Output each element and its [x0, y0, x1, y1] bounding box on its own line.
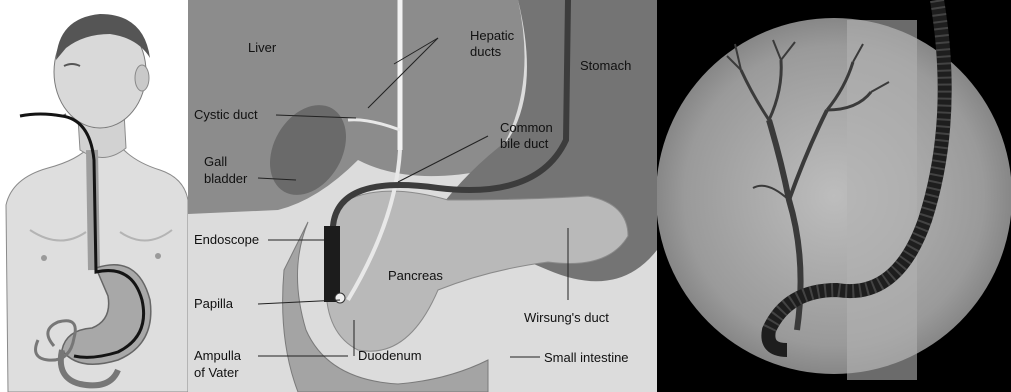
spine-shadow — [847, 20, 917, 380]
label-wirsungs-duct: Wirsung's duct — [524, 310, 609, 325]
label-ampulla-1: Ampulla — [194, 348, 242, 363]
patient-nipple-left — [41, 255, 47, 261]
label-gall-bladder-2: bladder — [204, 171, 248, 186]
label-liver: Liver — [248, 40, 277, 55]
label-duodenum: Duodenum — [358, 348, 422, 363]
anatomy-diagram: Liver Hepatic ducts Stomach Cystic duct … — [188, 0, 657, 392]
endoscope-tip — [324, 226, 340, 302]
papilla-marker — [335, 293, 345, 303]
label-hepatic-ducts-1: Hepatic — [470, 28, 515, 43]
fluoroscopy-field — [657, 18, 1011, 374]
label-gall-bladder-1: Gall — [204, 154, 227, 169]
anatomy-diagram-panel: Liver Hepatic ducts Stomach Cystic duct … — [188, 0, 657, 392]
label-stomach: Stomach — [580, 58, 631, 73]
label-ampulla-2: of Vater — [194, 365, 239, 380]
patient-illustration-panel — [0, 0, 188, 392]
patient-ear — [135, 65, 149, 91]
fluoroscopy-panel — [657, 0, 1011, 392]
label-small-intestine: Small intestine — [544, 350, 629, 365]
patient-illustration — [0, 0, 188, 392]
label-hepatic-ducts-2: ducts — [470, 44, 502, 59]
label-pancreas: Pancreas — [388, 268, 443, 283]
label-cystic-duct: Cystic duct — [194, 107, 258, 122]
label-common-bile-duct-2: bile duct — [500, 136, 549, 151]
patient-nipple-right — [155, 253, 161, 259]
label-endoscope: Endoscope — [194, 232, 259, 247]
fluoroscopy-image — [657, 0, 1011, 392]
label-papilla: Papilla — [194, 296, 234, 311]
label-common-bile-duct-1: Common — [500, 120, 553, 135]
